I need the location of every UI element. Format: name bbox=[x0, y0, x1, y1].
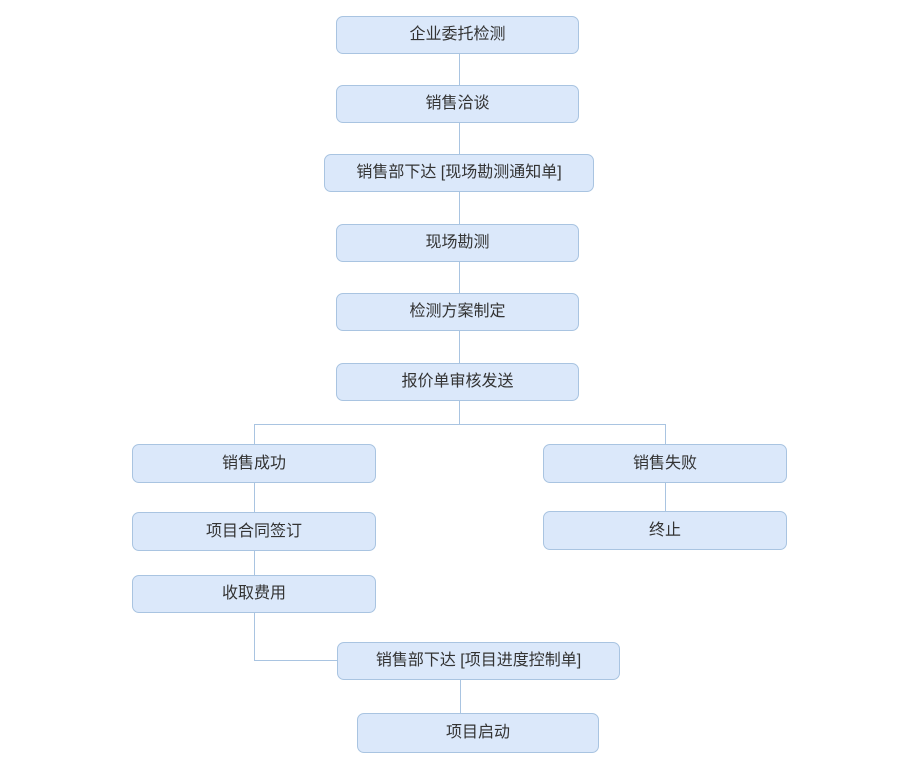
connector-site-survey-to-plan bbox=[459, 262, 460, 293]
node-termination: 终止 bbox=[543, 511, 787, 550]
node-enterprise-commission-testing: 企业委托检测 bbox=[336, 16, 579, 54]
connector-negotiation-to-survey-notice bbox=[459, 123, 460, 154]
node-sales-success: 销售成功 bbox=[132, 444, 376, 483]
node-site-survey: 现场勘测 bbox=[336, 224, 579, 262]
connector-branch-crossbar bbox=[254, 424, 666, 425]
node-fee-collection: 收取费用 bbox=[132, 575, 376, 613]
node-quotation-review-send: 报价单审核发送 bbox=[336, 363, 579, 401]
connector-fee-elbow-vertical bbox=[254, 613, 255, 661]
node-project-contract-signing: 项目合同签订 bbox=[132, 512, 376, 551]
connector-contract-to-fee bbox=[254, 551, 255, 575]
connector-survey-notice-to-site-survey bbox=[459, 192, 460, 224]
connector-failure-to-termination bbox=[665, 483, 666, 511]
connector-fee-elbow-horizontal bbox=[254, 660, 337, 661]
connector-quotation-branch-stem bbox=[459, 401, 460, 424]
connector-branch-drop-failure bbox=[665, 424, 666, 444]
connector-branch-drop-success bbox=[254, 424, 255, 444]
node-sales-failure: 销售失败 bbox=[543, 444, 787, 483]
node-project-launch: 项目启动 bbox=[357, 713, 599, 753]
node-sales-dept-issue-site-survey-notice: 销售部下达 [现场勘测通知单] bbox=[324, 154, 594, 192]
node-testing-plan-formulation: 检测方案制定 bbox=[336, 293, 579, 331]
connector-commission-to-negotiation bbox=[459, 54, 460, 85]
connector-progress-control-to-launch bbox=[460, 680, 461, 713]
node-sales-negotiation: 销售洽谈 bbox=[336, 85, 579, 123]
connector-success-to-contract bbox=[254, 483, 255, 512]
node-sales-dept-issue-progress-control: 销售部下达 [项目进度控制单] bbox=[337, 642, 620, 680]
connector-plan-to-quotation bbox=[459, 331, 460, 363]
